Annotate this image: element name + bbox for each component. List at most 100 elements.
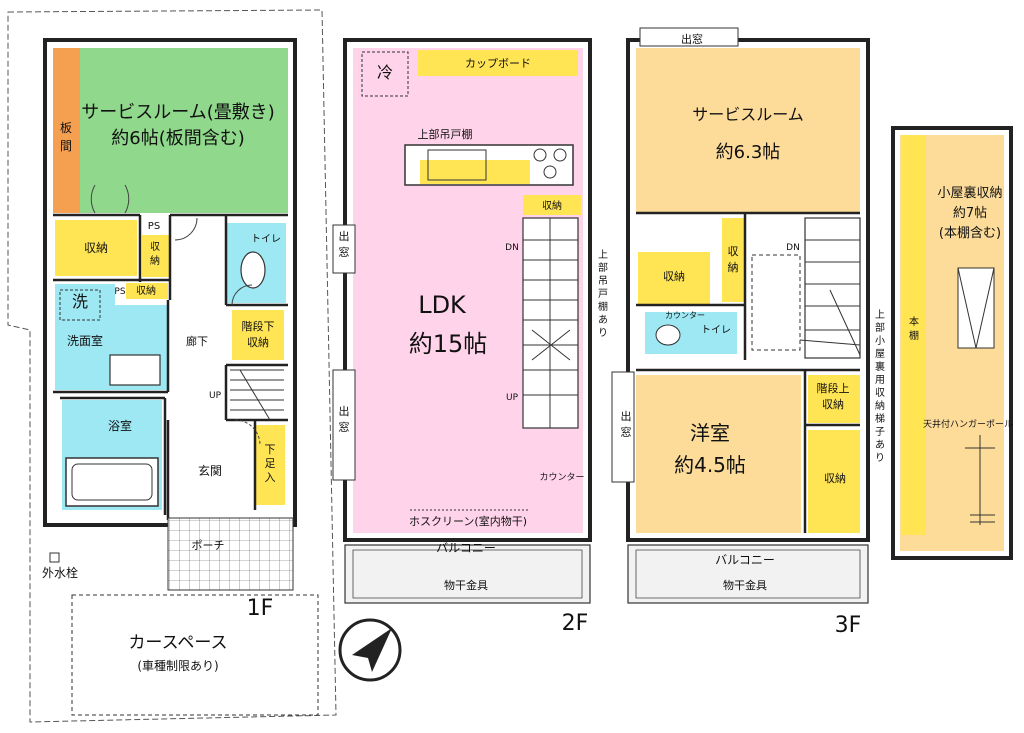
- western-room-label: 洋室: [690, 421, 730, 445]
- ps1-label: PS: [148, 221, 160, 232]
- bookshelf: [902, 135, 926, 535]
- washing-machine-space: [59, 289, 101, 321]
- service-room-3f-label: サービスルーム: [692, 105, 804, 124]
- attic-hatch-mark: [957, 267, 995, 349]
- toilet-bowl-1f: [240, 251, 266, 289]
- attic-title: 小屋裏収納約7帖(本棚含む): [937, 186, 1002, 241]
- storage-1f: [55, 220, 137, 276]
- bathtub-inner: [71, 463, 153, 501]
- washroom-label: 洗面室: [67, 333, 103, 348]
- ps2-label: PS: [114, 287, 125, 297]
- storage2-1f-label: 収納: [136, 284, 156, 297]
- attic-hatch: [957, 267, 995, 349]
- cupboard-label: カップボード: [465, 57, 531, 70]
- drying-3f-label: 物干金具: [723, 578, 767, 592]
- storage-1f-label: 収納: [84, 241, 108, 255]
- balcony-3f-inner: [635, 549, 861, 599]
- floor-1f: [7, 9, 337, 723]
- carspace-note-label: (車種制限あり): [137, 659, 218, 673]
- balcony-2f-label: バルコニー: [436, 541, 496, 555]
- counter-2f-label: カウンター: [539, 472, 584, 483]
- board-area: [53, 48, 80, 213]
- cooktop: [533, 148, 567, 179]
- storage-small-1f: [142, 235, 169, 277]
- storage1-3f-label: 収納: [663, 270, 685, 283]
- floor-label-3f: 3F: [835, 613, 862, 638]
- carspace-label: カースペース: [128, 633, 227, 653]
- storage2-3f-label: 収納: [728, 245, 739, 274]
- stair-top-storage-label: 階段上収納: [817, 381, 850, 411]
- floor-label-2f: 2F: [562, 611, 589, 636]
- storage-2f-label: 収納: [542, 199, 562, 212]
- note-attic-ladder: 上部小屋裏用収納梯子あり: [875, 309, 885, 464]
- up-label-1f: UP: [209, 391, 222, 401]
- wash-mark-label: 洗: [72, 292, 88, 311]
- bay-window-2f-1: [332, 224, 356, 274]
- stair-treads-3f: [751, 239, 861, 356]
- shoe-storage-label: 下足入: [265, 443, 276, 484]
- note-upper-cabinet: 上部吊戸棚あり: [598, 249, 608, 339]
- toilet-1f-label: トイレ: [251, 234, 281, 245]
- balcony-3f-label: バルコニー: [715, 553, 775, 567]
- carspace-area: [71, 594, 319, 716]
- balcony-2f: [345, 545, 590, 603]
- western-size-label: 約4.5帖: [674, 453, 746, 477]
- attic: [891, 126, 1013, 560]
- ldk-label: LDK: [418, 291, 467, 319]
- window1-label: 出窓: [339, 229, 350, 259]
- service-room-3f: [636, 48, 860, 213]
- sink: [427, 149, 487, 181]
- fridge-label: 冷: [377, 63, 393, 82]
- storage-2f: [523, 195, 581, 215]
- north-arrow-icon: [338, 618, 402, 682]
- floor-2f: [332, 38, 592, 604]
- balcony-2f-outline: [344, 544, 591, 604]
- up-label-2f: UP: [506, 393, 519, 403]
- stair-treads-2f: [523, 218, 578, 428]
- interior-walls-1f: [53, 213, 288, 520]
- board-label: 板間: [60, 121, 72, 153]
- window-3f-label: 出窓: [621, 409, 632, 439]
- dn-label-3f: DN: [786, 243, 800, 253]
- under-stair-storage: [232, 310, 284, 360]
- interior-walls-3f: [636, 211, 860, 533]
- window2-label: 出窓: [339, 404, 350, 434]
- upper-cabinet-label: 上部吊戸棚: [418, 127, 473, 141]
- hanger-pole: [965, 435, 995, 525]
- hoscreen-label: ホスクリーン(室内物干): [409, 514, 527, 528]
- counter-3f-label: カウンター: [665, 311, 705, 320]
- top-window-label: 出窓: [681, 32, 703, 46]
- service-room-1f: [80, 48, 288, 213]
- porch-tiles: [167, 517, 294, 591]
- cupboard: [418, 50, 578, 76]
- floor-label-1f: 1F: [247, 596, 274, 621]
- bathtub: [65, 457, 159, 507]
- storage2-3f: [722, 218, 744, 302]
- balcony-3f: [628, 545, 868, 603]
- floor-3f: [611, 27, 870, 604]
- washbasin: [109, 354, 161, 386]
- bathroom-label: 浴室: [108, 418, 132, 433]
- storage-small-1f-label: 収納: [150, 241, 160, 267]
- ceiling-hanger-label: 天井付ハンガーポール: [923, 418, 1013, 430]
- service-room-1f-label: サービスルーム(畳敷き)約6帖(板間含む): [81, 102, 275, 149]
- drying-2f-label: 物干金具: [444, 578, 488, 592]
- fridge-space: [361, 51, 409, 97]
- porch-label: ポーチ: [192, 539, 225, 552]
- ldk-size-label: 約15帖: [409, 330, 488, 358]
- bay-window-2f-2: [332, 369, 356, 481]
- shoe-storage: [255, 425, 285, 505]
- outdoor-faucet-label: 外水栓: [42, 565, 78, 580]
- storage1-3f: [638, 252, 710, 304]
- storage2-1f: [126, 283, 168, 299]
- dn-label-2f: DN: [505, 243, 519, 253]
- balcony-2f-inner: [352, 549, 583, 599]
- bookshelf-label: 本棚: [909, 315, 919, 342]
- corridor-label: 廊下: [186, 334, 208, 348]
- toilet-3f-label: トイレ: [701, 325, 731, 336]
- faucet-icon: [49, 552, 60, 563]
- storage3-3f-label: 収納: [824, 472, 846, 485]
- under-stair-storage-label: 階段下収納: [242, 319, 275, 349]
